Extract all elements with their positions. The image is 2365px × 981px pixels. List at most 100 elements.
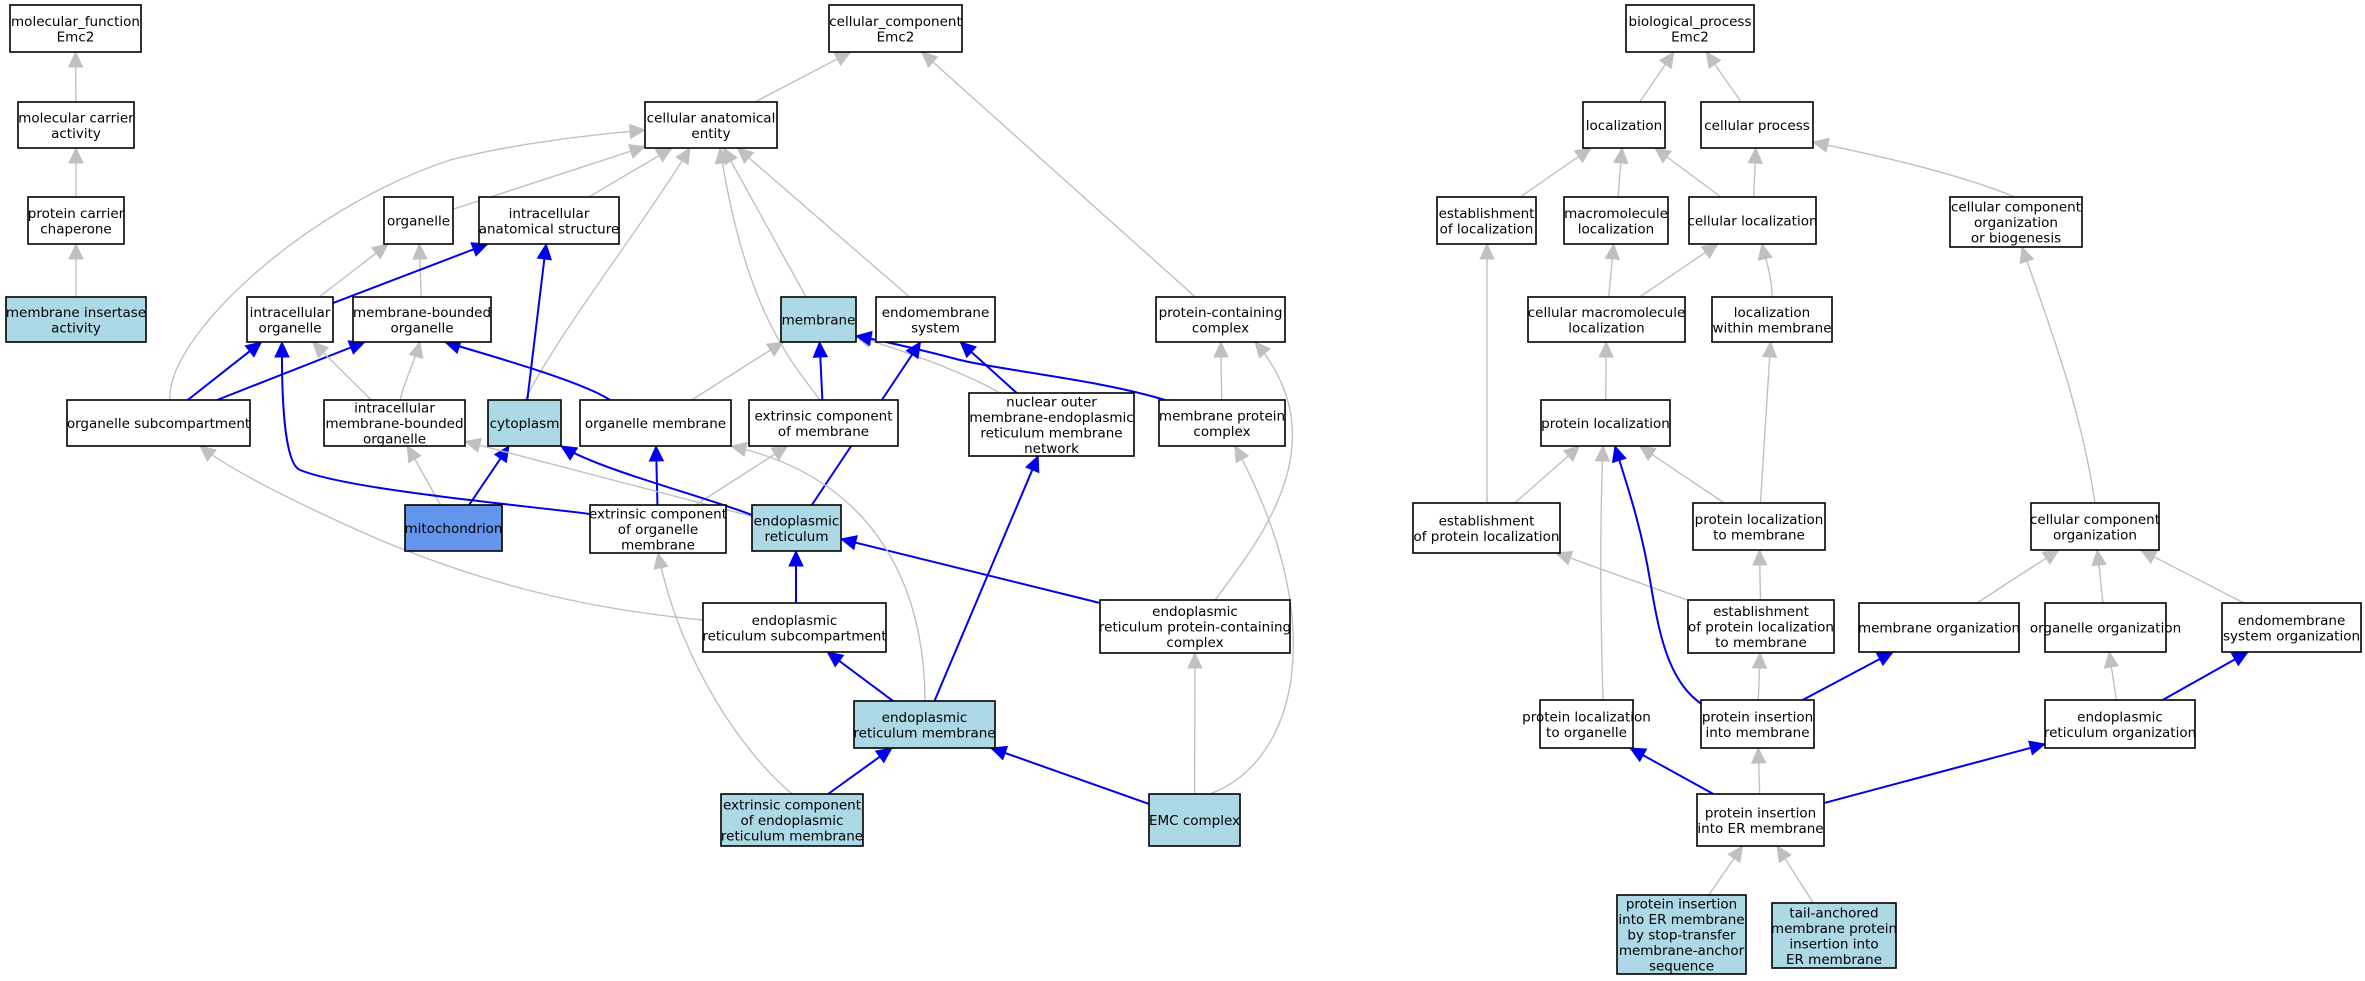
term-node-orgorg[interactable]: organelle organization <box>2030 602 2181 653</box>
term-node-nuclear[interactable]: nuclear outermembrane-endoplasmicreticul… <box>968 392 1135 457</box>
edge-nuclear-to-endomem <box>959 341 1018 394</box>
edge-locwm-to-cellloc <box>1757 242 1773 298</box>
term-label-line: membrane protein <box>1159 408 1285 424</box>
term-box <box>1527 296 1686 343</box>
term-label-line: to membrane <box>1715 635 1807 651</box>
edge-ermem-to-nuclear-line <box>933 455 1040 702</box>
term-node-membrane[interactable]: membrane <box>780 296 857 343</box>
edge-extmem-to-cae <box>714 146 821 401</box>
term-node-cellloc[interactable]: cellular localization <box>1687 196 1818 245</box>
term-label-line: organelle <box>258 320 321 336</box>
term-label-line: of organelle <box>618 522 698 538</box>
term-label-line: establishment <box>1713 604 1809 620</box>
edge-pim-to-protloc <box>1611 444 1713 711</box>
term-box <box>1688 196 1817 245</box>
term-node-orgmem[interactable]: organelle membrane <box>579 399 732 447</box>
edge-pltm-to-protloc <box>1638 445 1725 504</box>
edge-cellproc-to-bp_root-arrowhead <box>1705 51 1722 70</box>
term-label-line: reticulum membrane <box>980 425 1122 441</box>
edge-pcc-to-cc_root-arrowhead <box>920 51 939 69</box>
term-box <box>352 296 492 343</box>
term-node-organelle[interactable]: organelle <box>383 196 454 245</box>
edge-extorg-to-io-arrowhead <box>274 340 290 358</box>
edge-ermem-to-orgmem <box>729 441 926 702</box>
term-node-cytoplasm[interactable]: cytoplasm <box>487 399 562 447</box>
edge-pcc-to-cc_root-line <box>921 51 1196 298</box>
term-label-line: protein localization <box>1522 709 1651 725</box>
edge-pier-to-pim <box>1750 746 1767 795</box>
term-node-emc[interactable]: EMC complex <box>1148 793 1241 847</box>
edge-io-to-ias <box>332 242 489 304</box>
term-label-line: reticulum organization <box>2044 725 2196 741</box>
term-node-osub[interactable]: organelle subcompartment <box>66 399 251 447</box>
edge-estprot-to-estloc-arrowhead <box>1479 242 1495 260</box>
edge-memorg-to-cco <box>1976 549 2060 604</box>
term-label-line: endoplasmic <box>1152 604 1238 620</box>
edge-erpcc-to-er-line <box>840 538 1101 604</box>
term-label-line: molecular_function <box>11 14 140 30</box>
term-box <box>1858 602 2020 653</box>
edge-endoorg-to-cco-arrowhead <box>2139 549 2159 565</box>
edge-emc-to-ermem <box>989 745 1150 805</box>
edge-membrane-to-cae-line <box>723 147 807 298</box>
term-box <box>968 392 1135 457</box>
edge-osub-to-cae <box>169 123 647 401</box>
term-node-cellproc[interactable]: cellular process <box>1700 101 1814 149</box>
edge-er-to-imbo <box>463 437 753 518</box>
term-node-protloc[interactable]: protein localization <box>1540 399 1671 447</box>
term-label-line: Emc2 <box>57 29 95 45</box>
edge-ersub-to-er <box>788 549 804 603</box>
edge-emc-to-erpcc-arrowhead <box>1187 651 1203 669</box>
edge-pltm-to-locwm-line <box>1759 341 1772 504</box>
edge-osub-to-mbo-arrowhead <box>347 340 366 355</box>
term-label-line: localization <box>1586 118 1662 134</box>
term-node-mito[interactable]: mitochondrion <box>404 504 503 552</box>
edge-ias-to-cae <box>588 147 674 198</box>
term-node-memorg[interactable]: membrane organization <box>1858 602 2020 653</box>
term-node-loc[interactable]: localization <box>1582 101 1666 149</box>
term-box <box>1540 399 1671 447</box>
edge-stop-to-pier-arrowhead <box>1727 845 1744 864</box>
term-label-line: membrane-bounded <box>353 305 491 321</box>
edge-estpltm-to-estprot-line <box>1555 552 1689 601</box>
edge-pltm-to-protloc-arrowhead <box>1638 445 1657 462</box>
